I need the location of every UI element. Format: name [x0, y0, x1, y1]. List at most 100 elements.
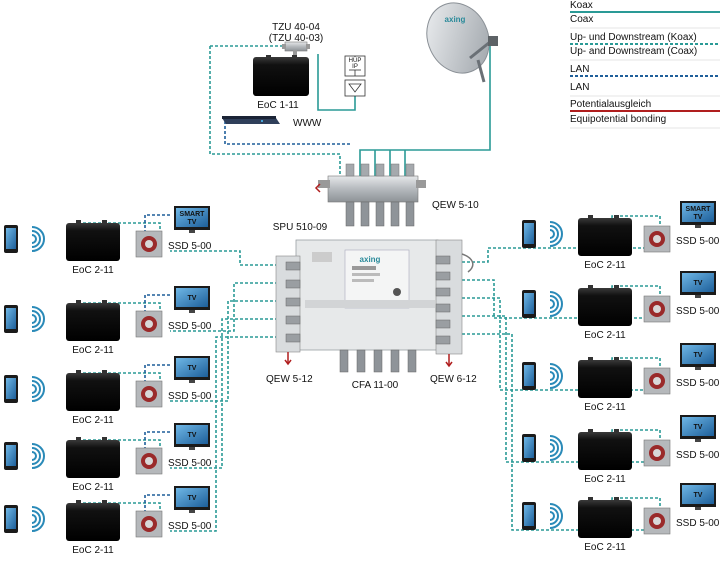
ssd-label: SSD 5-00	[168, 321, 212, 332]
eoc-label: EoC 2-11	[72, 482, 114, 493]
eoc-label: EoC 2-11	[584, 260, 626, 271]
ssd-socket	[135, 380, 163, 408]
cable	[611, 497, 661, 516]
tzu-alt-label: (TZU 40-03)	[269, 33, 323, 44]
ssd-socket	[643, 367, 671, 395]
eoc-label: EoC 2-11	[584, 474, 626, 485]
f-connector	[345, 163, 355, 177]
eoc-label: EoC 2-11	[72, 545, 114, 556]
phone-screen	[6, 308, 16, 329]
legend-label: Potentialausgleich	[570, 99, 651, 110]
f-connector	[405, 163, 415, 177]
f-connector	[435, 271, 451, 281]
f-connector	[285, 315, 301, 325]
hup-ip-label: IP	[352, 64, 358, 70]
ssd-socket	[135, 510, 163, 538]
wifi-icon	[31, 443, 45, 469]
dish-brand: axing	[445, 15, 466, 24]
hup-label: HÜP	[349, 57, 362, 64]
legend-label: Up- and Downstream (Coax)	[570, 46, 697, 57]
tv-label: TV	[188, 365, 197, 372]
multiswitch-spu	[295, 239, 439, 351]
tv-label: TV	[188, 495, 197, 502]
eoc-adapter	[578, 218, 632, 256]
eoc-label: EoC 2-11	[72, 265, 114, 276]
qew-5-12-splitter	[275, 255, 301, 366]
qew-right-label: QEW 6-12	[430, 374, 477, 385]
tzu-tap	[282, 41, 310, 58]
ssd-socket	[643, 295, 671, 323]
cable	[144, 431, 170, 450]
wifi-icon	[31, 506, 45, 532]
tv: TV	[174, 286, 210, 313]
eoc-adapter	[578, 288, 632, 326]
legend-label: Equipotential bonding	[570, 114, 666, 125]
f-connector	[435, 287, 451, 297]
multiswitch-brand: axing	[360, 255, 381, 264]
www-label: WWW	[293, 118, 322, 129]
cable	[359, 46, 491, 176]
eoc-adapter	[578, 500, 632, 538]
wifi-icon	[31, 226, 45, 252]
hup-connection-box	[344, 55, 366, 97]
wifi-icon	[549, 291, 563, 317]
eoc-adapter	[66, 303, 120, 341]
ssd-socket	[643, 225, 671, 253]
tv-label: TV	[694, 424, 703, 431]
tv: TV	[680, 483, 716, 510]
eoc-label: EoC 2-11	[584, 402, 626, 413]
cable	[611, 357, 661, 376]
spu-label: SPU 510-09	[273, 222, 328, 233]
cable	[611, 429, 661, 448]
tzu-label: TZU 40-04	[272, 22, 320, 33]
f-connector	[405, 201, 415, 227]
eoc-label: EoC 2-11	[72, 345, 114, 356]
tv-label: TV	[694, 280, 703, 287]
eoc-adapter	[66, 503, 120, 541]
cable	[462, 247, 650, 263]
f-connector	[285, 333, 301, 343]
tv: TV	[174, 423, 210, 450]
phone-screen	[524, 437, 534, 458]
wifi-icon	[549, 221, 563, 247]
ssd-label: SSD 5-00	[676, 518, 720, 529]
client-unit: EoC 2-11 SSD 5-00 TV	[522, 483, 720, 553]
qew-6-12-splitter	[435, 239, 474, 368]
tv-label: TV	[694, 492, 703, 499]
cable	[144, 214, 170, 233]
f-connector	[285, 261, 301, 271]
terminator	[373, 349, 383, 373]
f-connector	[360, 163, 370, 177]
legend-label: Koax	[570, 0, 593, 11]
tv-label: SMART	[180, 211, 206, 218]
f-connector	[435, 335, 451, 345]
terminator	[390, 349, 400, 373]
wifi-icon	[549, 363, 563, 389]
phone-screen	[524, 293, 534, 314]
phone-screen	[524, 223, 534, 244]
f-connector	[435, 303, 451, 313]
client-unit: EoC 2-11 SSD 5-00 TV	[4, 286, 212, 356]
cable	[170, 336, 278, 532]
legend-label: Coax	[570, 14, 593, 25]
phone-screen	[6, 445, 16, 466]
cable	[170, 300, 278, 402]
tv-label: TV	[694, 352, 703, 359]
eoc-adapter	[66, 373, 120, 411]
eoc-adapter	[578, 360, 632, 398]
f-connector	[360, 201, 370, 227]
cfa-terminators	[339, 349, 417, 373]
eoc-label: EoC 2-11	[584, 542, 626, 553]
ssd-socket	[135, 310, 163, 338]
ssd-label: SSD 5-00	[676, 306, 720, 317]
f-connector	[375, 163, 385, 177]
